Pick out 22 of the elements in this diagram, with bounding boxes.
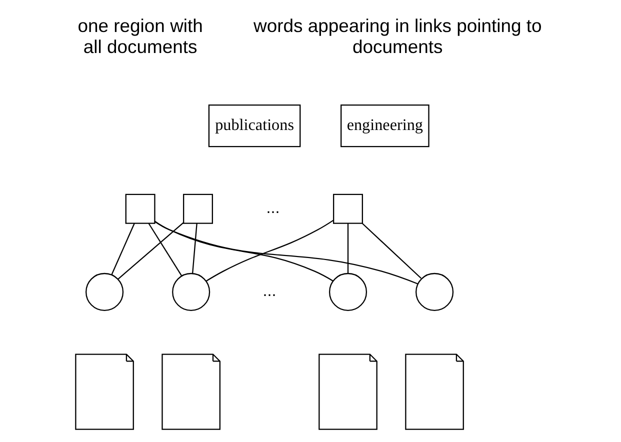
- connector: [154, 220, 334, 282]
- node-box: [183, 194, 213, 224]
- label: ...: [266, 199, 280, 218]
- connector: [154, 221, 418, 284]
- connector: [347, 223, 349, 274]
- node-box: publications: [208, 104, 301, 148]
- connector: [362, 222, 422, 279]
- connector: [148, 223, 182, 276]
- node-circle: [328, 272, 368, 311]
- label: words appearing in links pointing to documents: [253, 15, 542, 57]
- node-circle: [172, 272, 210, 311]
- node-box: engineering: [340, 104, 430, 148]
- node-box: [125, 194, 156, 224]
- connector: [192, 223, 198, 274]
- node-box: [333, 194, 363, 224]
- label: one region with all documents: [78, 15, 203, 57]
- node-circle: [416, 272, 454, 311]
- label: ...: [262, 282, 276, 300]
- node-circle: [86, 272, 124, 311]
- connector: [111, 223, 135, 275]
- connector: [118, 222, 184, 280]
- connector: [206, 220, 334, 282]
